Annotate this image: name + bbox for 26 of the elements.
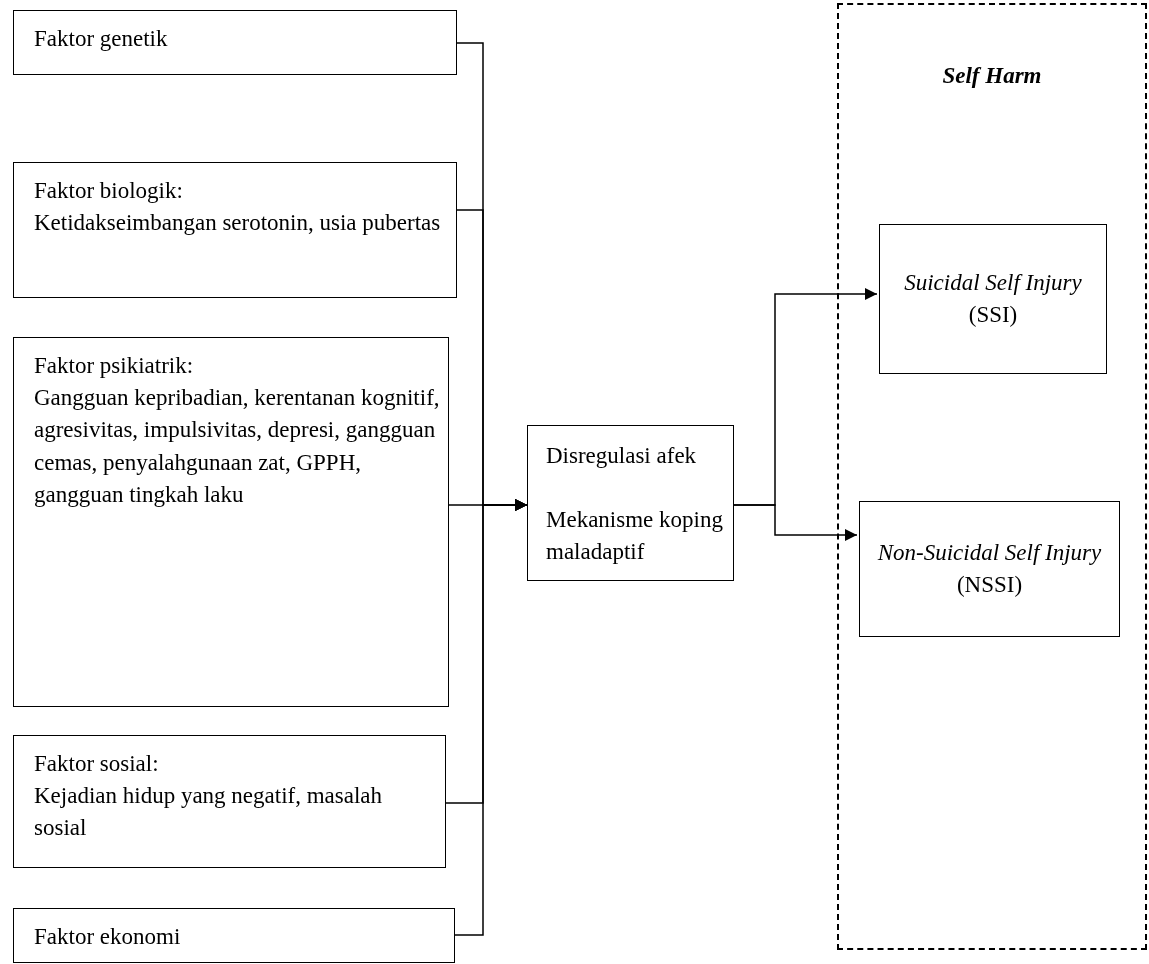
mechanism-box — [527, 425, 734, 581]
factor-box — [13, 337, 449, 707]
outcome-abbreviation: (NSSI) — [956, 571, 1023, 599]
factor-box — [13, 10, 457, 75]
factor-title: Faktor genetik — [34, 25, 168, 53]
factor-title: Faktor psikiatrik: — [34, 352, 194, 380]
factor-title: Faktor biologik: — [34, 177, 183, 205]
mechanism-text: Disregulasi afek — [546, 442, 697, 470]
arrow — [733, 504, 858, 541]
outcome-box — [859, 501, 1120, 637]
factor-box — [13, 162, 457, 298]
outcome-title: Non-Suicidal Self Injury — [877, 538, 1102, 567]
factor-title: Faktor ekonomi — [34, 923, 181, 951]
arrow — [454, 499, 528, 936]
outcome-abbreviation: (SSI) — [968, 301, 1018, 329]
factor-box — [13, 908, 455, 963]
factor-description: Gangguan kepribadian, kerentanan kognitif, agresivitas, impulsivitas, depresi, gangguan cemas, penyalahgunaan zat, GPPH, gangguan tingkah laku — [34, 384, 440, 509]
factor-description: Ketidakseimbangan serotonin, usia pubertas — [34, 209, 441, 238]
outcome-box — [879, 224, 1107, 374]
group-title: Self Harm — [942, 62, 1042, 90]
factor-title: Faktor sosial: — [34, 750, 159, 778]
factor-box — [13, 735, 446, 868]
mechanism-text: Mekanisme koping maladaptif — [546, 506, 724, 567]
factor-description: Kejadian hidup yang negatif, masalah sosial — [34, 782, 384, 843]
dashed-group-box — [837, 3, 1147, 950]
outcome-title: Suicidal Self Injury — [904, 268, 1082, 297]
